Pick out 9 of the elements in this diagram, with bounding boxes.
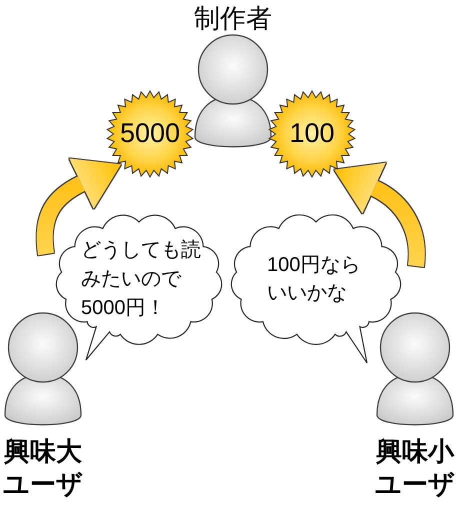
curved-arrow bbox=[335, 163, 425, 267]
speech-text: どうしても読みたいので5000円！ bbox=[81, 238, 202, 320]
user-label: 興味小ユーザ bbox=[375, 435, 455, 501]
price-label: 100 bbox=[289, 119, 335, 149]
speech-text: 100円ならいいかな bbox=[267, 253, 362, 306]
role-label: 制作者 bbox=[194, 3, 272, 33]
user-label: 興味大ユーザ bbox=[3, 435, 83, 501]
curved-arrow bbox=[36, 158, 120, 255]
price-label: 5000 bbox=[120, 119, 180, 149]
